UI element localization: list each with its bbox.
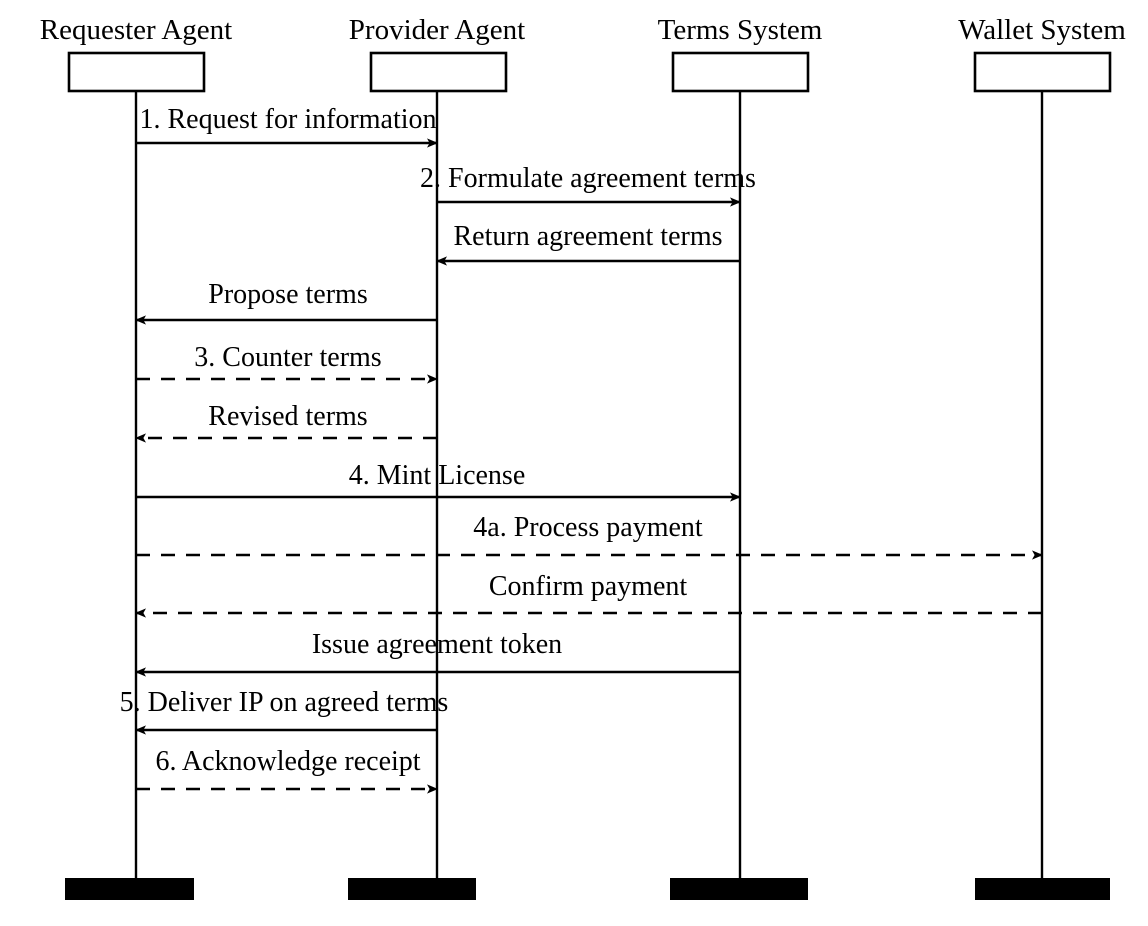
message-label-3: Return agreement terms	[453, 221, 723, 252]
foot-bars-group	[65, 878, 1110, 900]
actor-label-wallet: Wallet System	[958, 14, 1126, 46]
actor-label-requester: Requester Agent	[39, 14, 233, 46]
actor-label-terms: Terms System	[657, 14, 823, 46]
message-label-10: Issue agreement token	[311, 629, 563, 660]
actor-box-wallet	[973, 51, 1112, 93]
message-label-9: Confirm payment	[488, 571, 688, 602]
lifeline-foot-bar-wallet	[975, 878, 1110, 900]
message-arrows-group	[135, 138, 1043, 794]
actor-box-provider	[369, 51, 508, 93]
actor-box-requester	[67, 51, 206, 93]
lifelines-group	[134, 91, 1044, 880]
lifeline-foot-bar-provider	[348, 878, 476, 900]
lifeline-foot-bar-requester	[65, 878, 194, 900]
actor-box-terms	[671, 51, 810, 93]
message-label-12: 6. Acknowledge receipt	[155, 746, 421, 777]
message-label-11: 5. Deliver IP on agreed terms	[119, 687, 449, 718]
message-label-5: 3. Counter terms	[194, 342, 382, 373]
actor-shapes-group	[67, 51, 1112, 93]
message-label-6: Revised terms	[208, 401, 368, 432]
actor-label-provider: Provider Agent	[348, 14, 526, 46]
message-label-2: 2. Formulate agreement terms	[420, 163, 756, 194]
lifeline-foot-bar-terms	[670, 878, 808, 900]
message-label-7: 4. Mint License	[348, 460, 526, 491]
message-label-8: 4a. Process payment	[473, 512, 703, 543]
message-label-1: 1. Request for information	[139, 104, 437, 135]
message-label-4: Propose terms	[208, 279, 368, 310]
